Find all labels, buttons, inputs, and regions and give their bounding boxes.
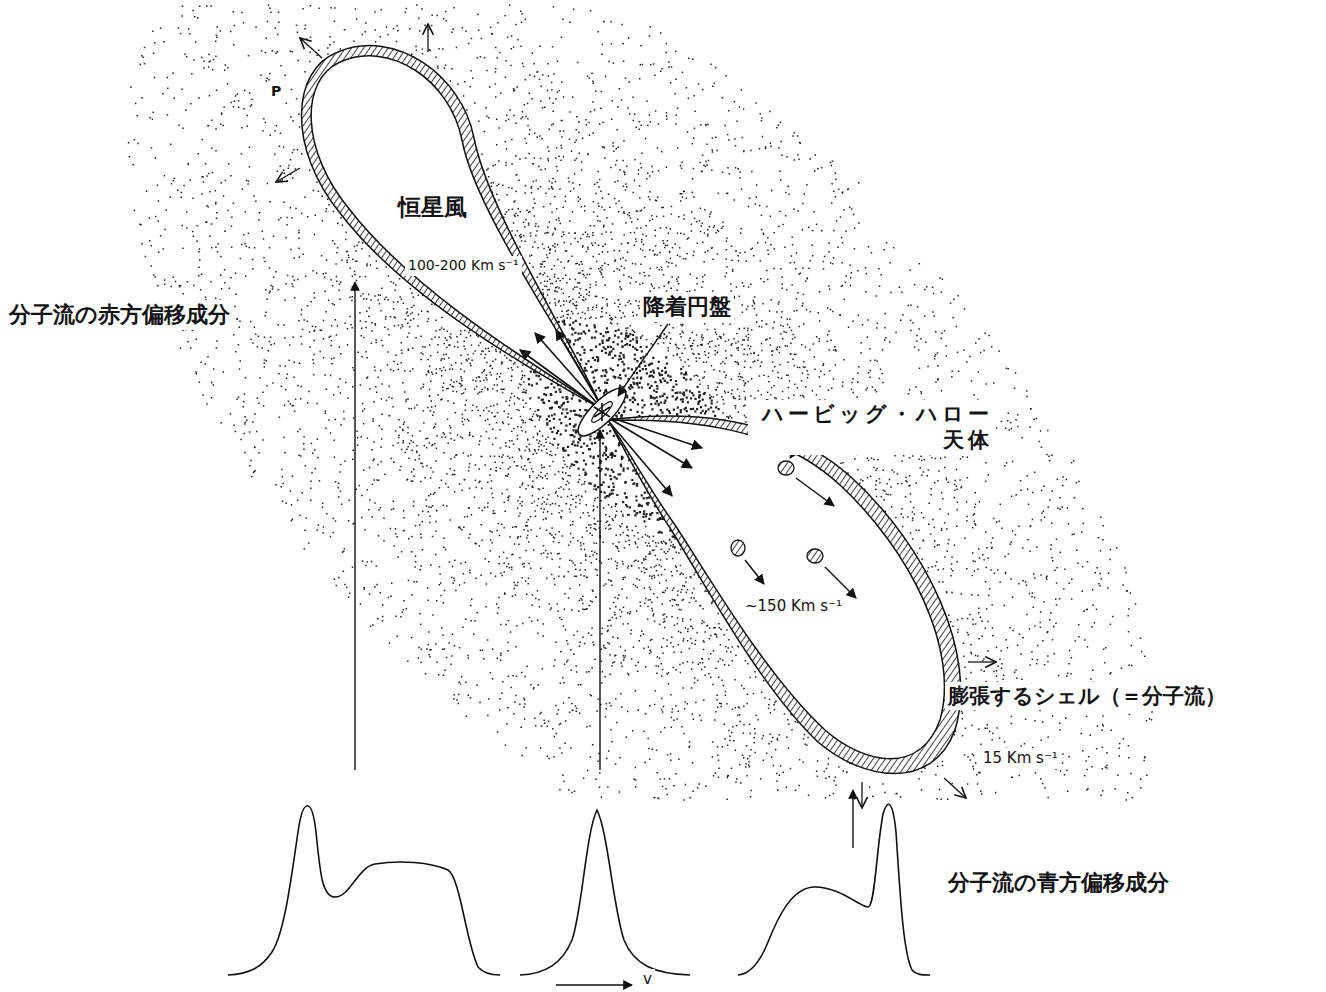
text-label: ハービッグ・ハロー 天体 <box>748 400 996 455</box>
text-label: 15 Km s⁻¹ <box>980 748 1061 769</box>
text-label: 100-200 Km s⁻¹ <box>405 256 522 276</box>
text-label: P <box>268 82 284 102</box>
hh-objects <box>731 461 823 563</box>
text-label: 分子流の青方偏移成分 <box>945 868 1172 898</box>
star-symbol <box>594 403 610 421</box>
accretion-disk <box>572 382 633 443</box>
text-label: 膨張するシェル（＝分子流） <box>945 682 1229 710</box>
profile-pointers <box>355 282 853 848</box>
text-label: 分子流の赤方偏移成分 <box>6 300 233 330</box>
leader-disk <box>618 324 668 396</box>
text-label: v <box>640 969 655 990</box>
line-profiles <box>228 804 930 975</box>
text-label: 降着円盤 <box>640 292 734 322</box>
hh-arrows <box>745 478 856 598</box>
wind-arrows <box>520 330 702 496</box>
shell-lower <box>608 416 961 773</box>
velocity-axis <box>556 984 632 985</box>
text-label: ~150 Km s⁻¹ <box>742 596 845 617</box>
expansion-arrows <box>276 24 996 808</box>
lobe-lower <box>608 420 944 759</box>
shell-upper <box>302 46 604 410</box>
text-label: 恒星風 <box>395 192 470 223</box>
